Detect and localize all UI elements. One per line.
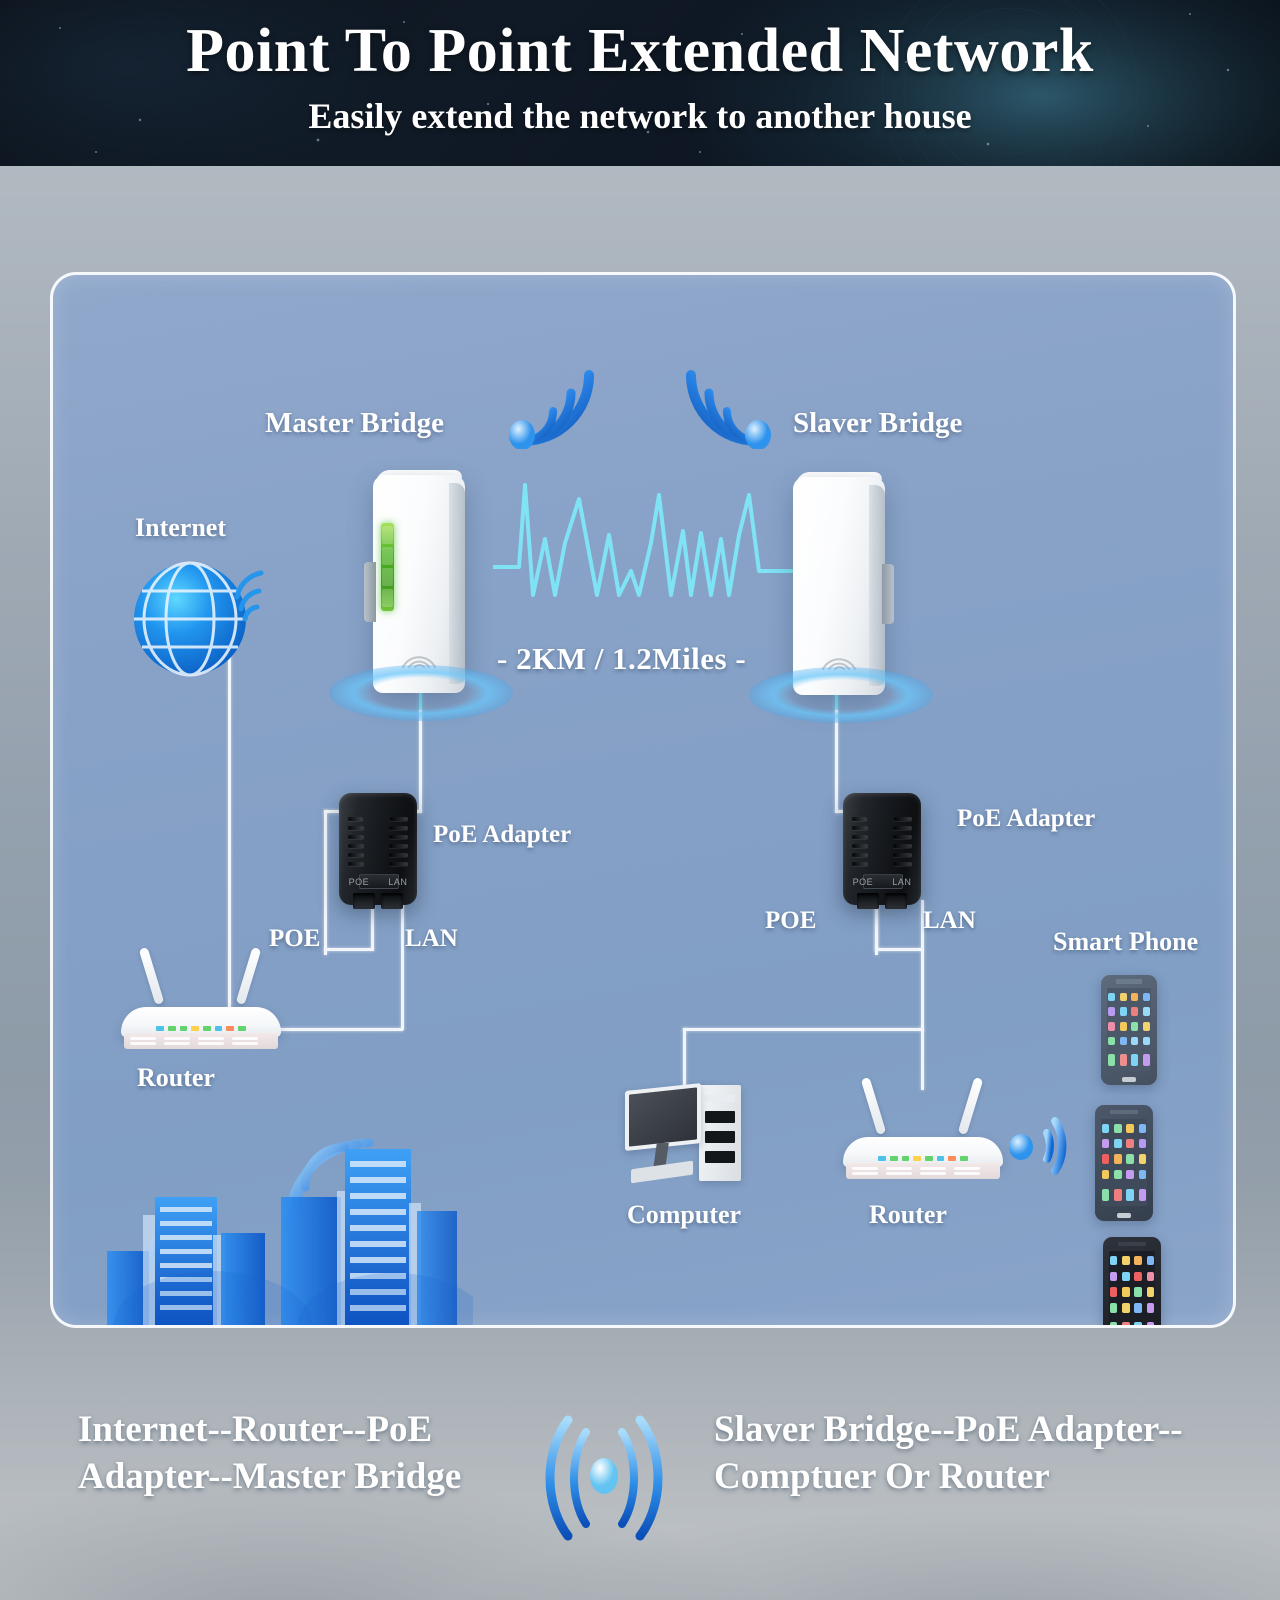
signal-waveform-icon [493,483,793,597]
router-label-left: Router [137,1063,215,1092]
ventilation-slots [852,815,912,873]
header-banner: Point To Point Extended Network Easily e… [0,0,1280,166]
label-plate [359,873,399,890]
phone-app-grid [1107,992,1151,1046]
footer-right-line1: Slaver Bridge--PoE Adapter-- [714,1409,1183,1450]
smart-phone-label: Smart Phone [1053,927,1199,956]
slaver-bridge-label: Slaver Bridge [793,407,963,439]
footer-right-text: Slaver Bridge--PoE Adapter-- Comptuer Or… [714,1406,1183,1501]
wifi-signal-icon-master [509,370,594,449]
antenna-left [860,1076,887,1136]
phone-status-bar [1118,1241,1146,1247]
slaver-bridge-device [793,472,894,695]
cable-lan-port-stub [401,900,404,1030]
smart-phone-1 [1101,975,1157,1085]
smart-phone-2 [1095,1105,1153,1221]
device-side-face [869,485,885,686]
cable-to-right-router [921,1028,924,1090]
router-label-right: Router [869,1200,947,1229]
phone-app-grid [1109,1255,1155,1313]
computer-device [625,1083,745,1185]
phone-app-grid [1101,1123,1147,1180]
device-mount-tab [882,564,894,625]
poe-adapter-label-left: PoE Adapter [433,821,572,848]
router-base [124,1033,278,1049]
computer-label: Computer [627,1200,742,1229]
phone-home-button [1117,1212,1131,1218]
footer-right-line2: Comptuer Or Router [714,1456,1050,1498]
footer-left-line2: Adapter--Master Bridge [78,1456,462,1498]
broadcast-wifi-icon [545,1415,663,1541]
cable-to-computer [683,1028,686,1090]
page-title: Point To Point Extended Network [186,17,1094,85]
phone-home-button [1122,1077,1136,1082]
cable-master-bridge-to-poe [419,710,422,812]
phone-dock [1107,1054,1151,1067]
antenna-right [957,1076,984,1136]
phone-status-bar [1110,1109,1138,1115]
slaver-bridge-ripple [749,667,933,723]
master-bridge-label: Master Bridge [265,407,445,439]
footer-left-text: Internet--Router--PoE Adapter--Master Br… [78,1406,461,1501]
router-wifi-signal-icon [1009,1117,1067,1175]
monitor-stand-foot [631,1160,693,1184]
phone-dock [1101,1188,1147,1202]
router-base [846,1163,1000,1179]
lan-port-label-right: LAN [923,907,976,934]
smart-phone-3 [1103,1237,1161,1325]
starfield-texture [59,0,1280,166]
rj45-ports [849,893,915,909]
pc-monitor [625,1083,701,1151]
cable-right-lan-split [683,1028,923,1031]
cable-lan-to-router [235,1028,403,1031]
router-top-shell [121,1007,281,1037]
phone-dock [1109,1321,1155,1325]
antenna-left [138,946,165,1006]
device-side-face [449,483,465,684]
cable-right-poe-stub [875,900,878,950]
city-buildings-icon [107,1138,473,1325]
router-leds [878,1156,968,1161]
cable-poe-down-left [324,810,327,955]
cable-right-lan-stub [921,900,924,1030]
cable-slaver-bridge-to-poe [835,710,838,812]
device-mount-tab [364,562,376,623]
diagram-panel: Internet Master B [50,272,1236,1328]
internet-globe-icon [134,561,264,677]
master-bridge-ripple [329,665,513,721]
poe-port-label-right: POE [765,907,817,934]
cable-poe-port-stub [371,900,374,950]
rj45-ports [345,893,411,909]
poe-port-label-left: POE [269,925,321,952]
ventilation-slots [348,815,408,873]
router-top-shell [843,1137,1003,1167]
poe-adapter-label-right: PoE Adapter [957,805,1096,832]
master-bridge-device [364,470,465,693]
label-plate [863,873,903,890]
router-device-left [121,946,281,1055]
internet-label: Internet [135,513,226,542]
led-indicator-strip [381,522,395,611]
cable-right-poe-join [875,948,923,951]
cable-internet-to-router [228,635,231,1025]
router-device-right [843,1076,1003,1185]
antenna-right [235,946,262,1006]
phone-status-bar [1115,979,1143,984]
footer-left-line1: Internet--Router--PoE [78,1409,433,1450]
pc-tower [699,1085,741,1181]
router-leds [156,1026,246,1031]
wifi-signal-icon-slaver [686,370,771,449]
page-subtitle: Easily extend the network to another hou… [308,96,972,136]
cable-poe-port-join [324,948,374,951]
lan-port-label-left: LAN [405,925,458,952]
distance-label: - 2KM / 1.2Miles - [497,641,747,676]
